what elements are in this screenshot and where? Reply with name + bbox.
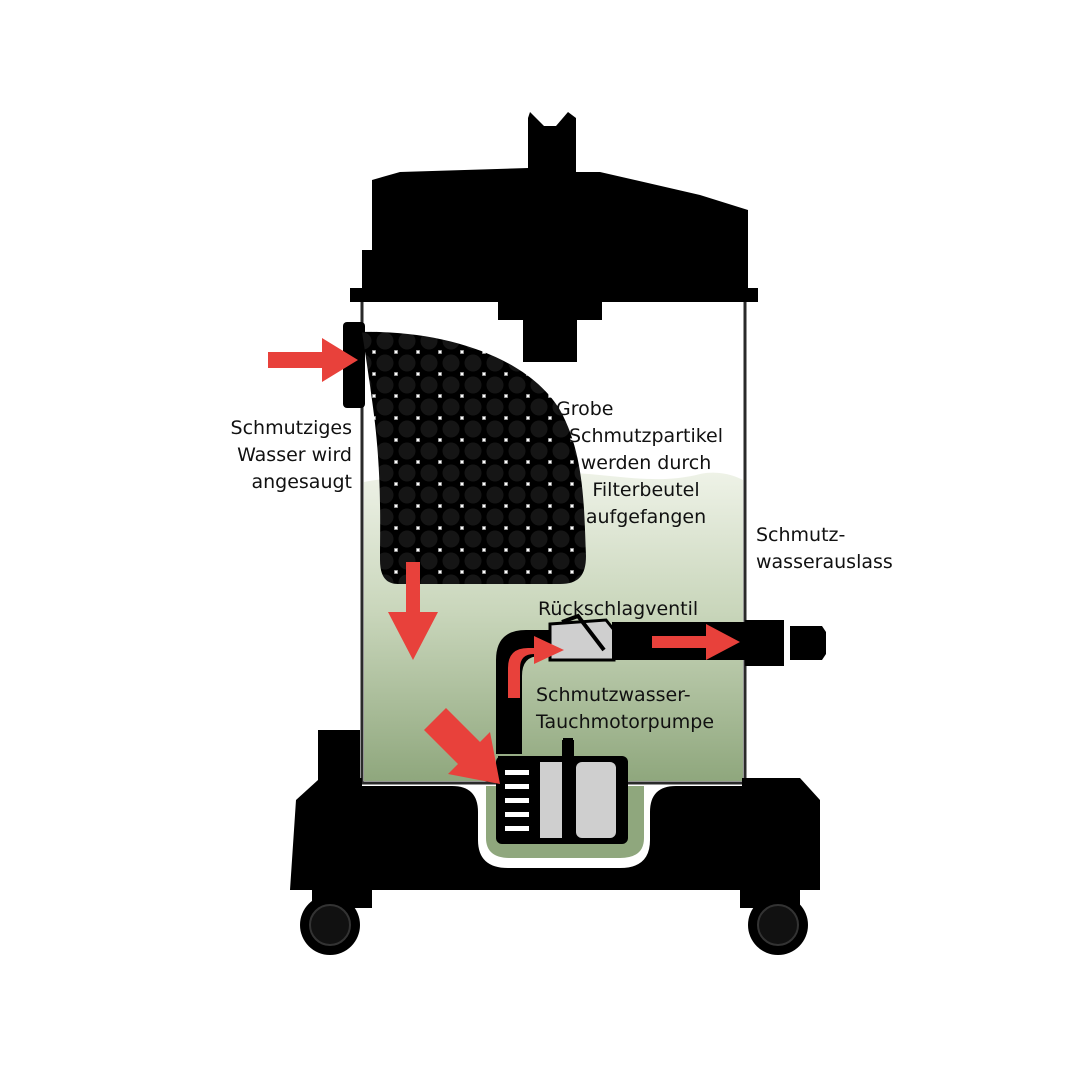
inlet-label-line-3: angesaugt (251, 471, 352, 493)
outlet-label: Schmutz- wasserauslass (756, 522, 926, 576)
outlet-label-line-2: wasserauslass (756, 551, 893, 573)
inlet-label: Schmutziges Wasser wird angesaugt (200, 415, 352, 496)
check-valve (548, 618, 616, 662)
trolley-base (290, 730, 820, 890)
motor-head (350, 112, 758, 302)
pump-label-line-1: Schmutzwasser- (536, 684, 691, 706)
wheel-left (300, 886, 372, 955)
inlet-arrow (268, 338, 358, 382)
filter-label-line-5: aufgefangen (585, 506, 707, 528)
pump-label-line-2: Tauchmotorpumpe (536, 711, 715, 733)
outlet-arrow (652, 624, 740, 660)
valve-label: Rückschlagventil (538, 596, 728, 623)
wheel-right (740, 886, 808, 955)
filter-label-line-2: Schmutzpartikel (568, 425, 724, 447)
filter-label-line-4: Filterbeutel (592, 479, 700, 501)
suction-pipe-collar (498, 300, 602, 320)
filter-bag (362, 331, 586, 584)
filter-label-line-1: Grobe (556, 398, 614, 420)
inlet-label-line-2: Wasser wird (237, 444, 352, 466)
inlet-connector (343, 322, 365, 408)
pump-label: Schmutzwasser- Tauchmotorpumpe (536, 682, 756, 736)
flow-arrows (268, 338, 740, 784)
pipe-flow-arrow (508, 636, 564, 698)
filter-label-line-3: werden durch (580, 452, 712, 474)
filter-down-arrow (388, 562, 438, 660)
filter-label: Grobe Schmutzpartikel werden durch Filte… (556, 396, 736, 531)
valve-label-text: Rückschlagventil (538, 598, 699, 620)
inlet-label-line-1: Schmutziges (230, 417, 352, 439)
pump-intake-arrow (424, 708, 500, 784)
outlet-label-line-1: Schmutz- (756, 524, 846, 546)
